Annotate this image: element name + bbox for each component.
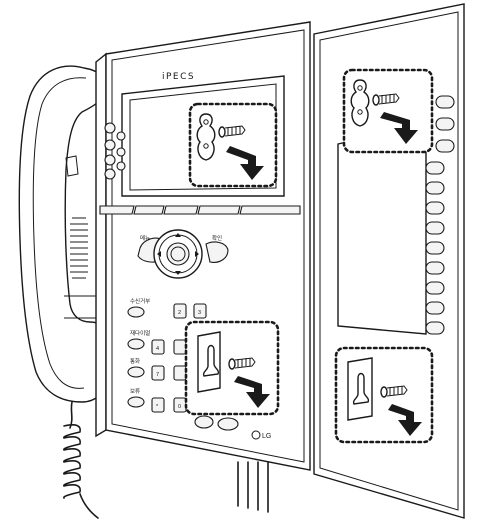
arrow-icon [388,404,422,436]
feature-label: 메뉴 [140,234,150,242]
key-label: 3 [198,310,201,316]
key-label: 4 [156,346,159,352]
cables [237,461,269,513]
maker-logo: LG [262,433,271,440]
arrow-icon [226,146,264,180]
brand-logo: iPECS [162,72,195,82]
phone-body: iPECS [95,21,311,513]
screw-icon [380,385,408,398]
key-label: * [156,404,159,410]
key-label: 0 [178,404,181,410]
screw-icon [218,125,246,138]
key-label: 2 [178,310,181,316]
arrow-icon [380,112,418,144]
feature-label: 재다이얼 [130,329,150,337]
key-label: 7 [156,372,159,378]
navigation-cluster [137,229,229,279]
curly-cord [63,401,99,519]
screw-icon [372,93,400,106]
dial-keypad: 2 3 4 7 * 0 [151,303,207,413]
soft-key-bar [99,205,301,215]
handset-grille [70,217,88,279]
callout-slot-screw-bottom-right [334,346,434,444]
callout-slot-screw-bottom-left [184,320,280,416]
display-side-buttons [104,122,126,180]
feature-label: 통화 [130,358,140,365]
screw-icon [228,357,256,370]
callout-keyhole-screw-top-left [188,102,278,188]
feature-label: 보류 [130,388,140,395]
callout-keyhole-screw-top-right [342,68,434,154]
dss-buttons [425,95,455,335]
feature-keys: 수신거부 재다이얼 통화 보류 메뉴 확인 [127,234,239,431]
feature-label: 수신거부 [130,297,150,305]
feature-label: 확인 [212,234,222,242]
arrow-icon [234,376,270,408]
